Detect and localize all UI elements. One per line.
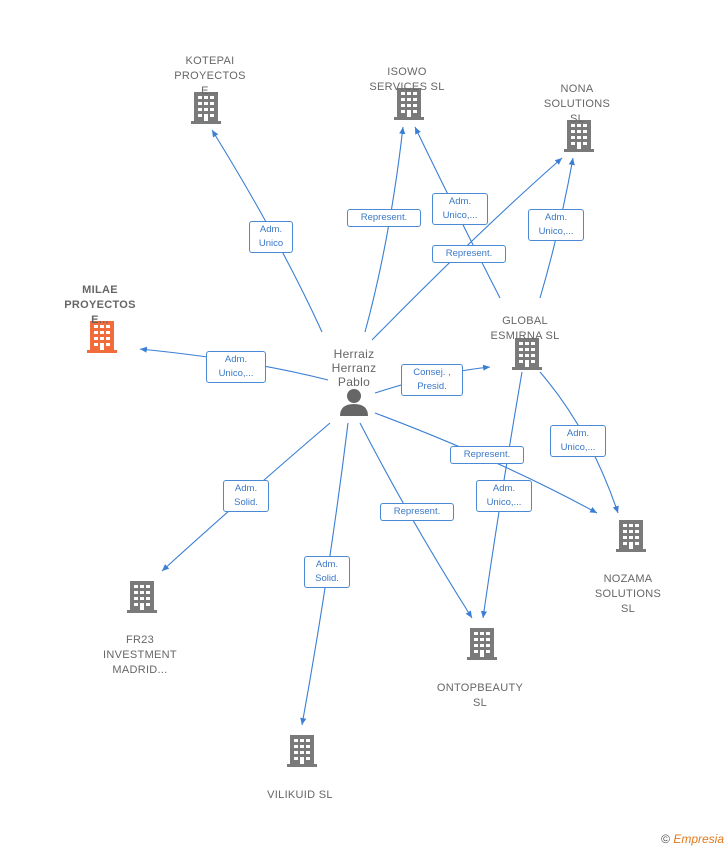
edge-to-nona	[371, 157, 563, 341]
edge-label-nozama: Represent.	[450, 446, 524, 464]
edge-label-global-isowo: Adm.Unico,...	[432, 193, 488, 225]
nozama-building-icon[interactable]	[616, 520, 646, 552]
edge-label-kotepai: Adm.Unico	[249, 221, 293, 253]
edge-label-milae: Adm.Unico,...	[206, 351, 266, 383]
edge-label-global-nozama: Adm.Unico,...	[550, 425, 606, 457]
brand-logo: Empresia	[673, 832, 724, 846]
edge-label-global-nona: Adm.Unico,...	[528, 209, 584, 241]
edge-label-global-ontop: Adm.Unico,...	[476, 480, 532, 512]
vilikuid-label[interactable]: VILIKUID SL	[267, 789, 333, 801]
edge-label-vilikuid: Adm.Solid.	[304, 556, 350, 588]
edge-label-fr23: Adm.Solid.	[223, 480, 269, 512]
footer-brand[interactable]: © Empresia	[661, 832, 724, 846]
copyright-icon: ©	[661, 832, 670, 846]
edge-to-isowo	[364, 126, 406, 333]
person-icon[interactable]	[340, 389, 368, 416]
edge-label-nona: Represent.	[432, 245, 506, 263]
vilikuid-building-icon[interactable]	[287, 735, 317, 767]
edge-label-global: Consej. ,Presid.	[401, 364, 463, 396]
edge-label-ontop: Represent.	[380, 503, 454, 521]
fr23-building-icon[interactable]	[127, 581, 157, 613]
edge-label-isowo: Represent.	[347, 209, 421, 227]
ontop-building-icon[interactable]	[467, 628, 497, 660]
